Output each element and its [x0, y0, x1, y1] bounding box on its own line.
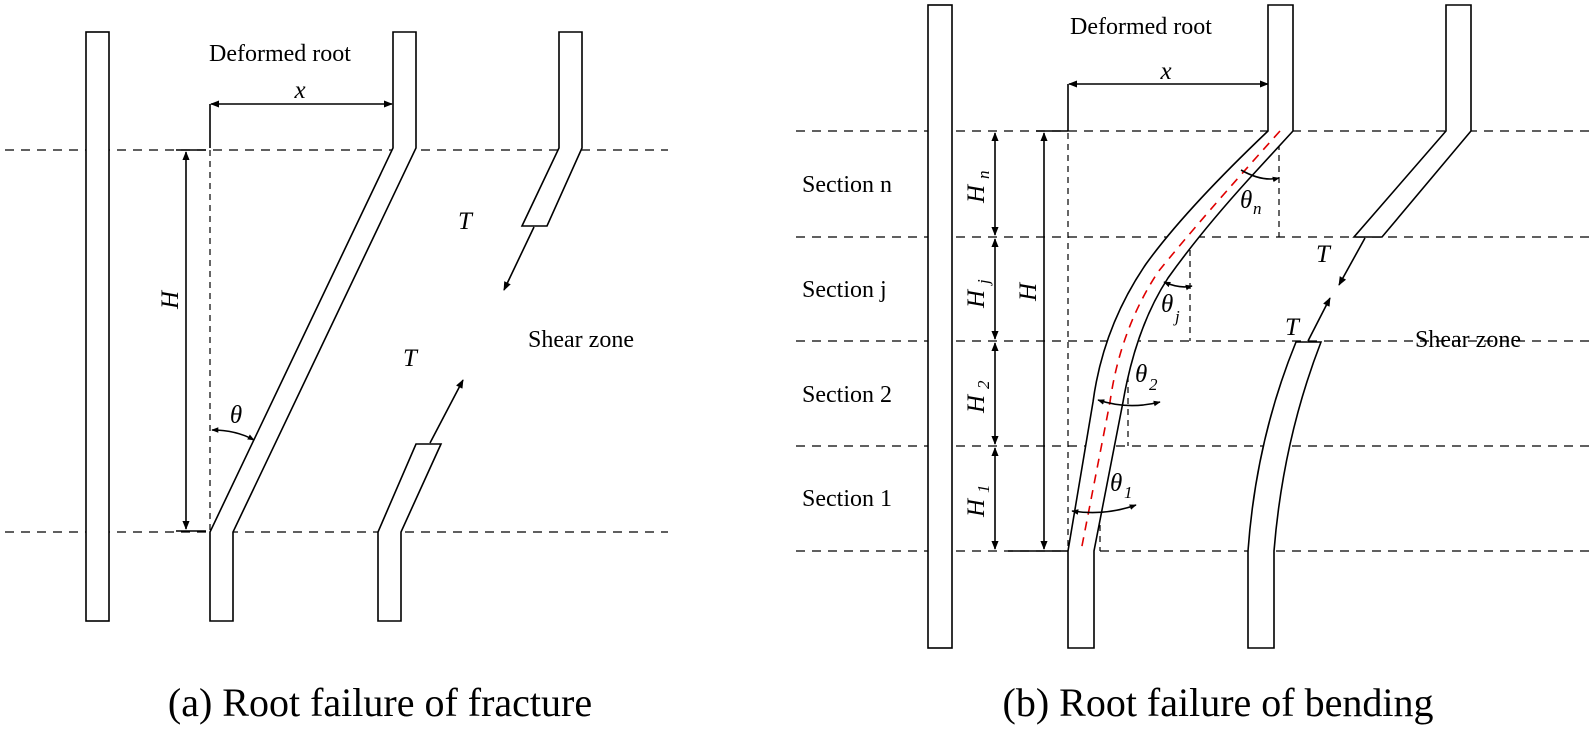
- tension-arrow-lower-b: [1307, 297, 1331, 342]
- svg-text:H: H: [963, 393, 990, 414]
- reference-column-b: [927, 4, 953, 649]
- svg-text:1: 1: [1124, 483, 1133, 502]
- fractured-root-lower-a: [377, 443, 443, 622]
- svg-text:j: j: [1173, 307, 1180, 326]
- section-2-label: Section 2: [802, 382, 892, 408]
- panel-a-fracture: Deformed root x H θ T T Shear zone (a) R…: [5, 31, 668, 725]
- svg-text:θ: θ: [1110, 470, 1122, 497]
- h-label-a: H: [157, 289, 184, 310]
- theta-j-label: θ j: [1161, 291, 1180, 326]
- tension-label-upper-a: T: [458, 208, 474, 235]
- reference-column-a: [85, 31, 110, 622]
- x-label-a: x: [293, 77, 305, 104]
- theta-2-arc-b: [1097, 399, 1161, 407]
- svg-text:n: n: [1253, 199, 1262, 218]
- tension-label-upper-b: T: [1316, 241, 1332, 268]
- theta-arc-a: [211, 427, 255, 441]
- deformed-root-label-a: Deformed root: [209, 41, 351, 67]
- theta-n-label: θ n: [1240, 187, 1262, 218]
- root-centerline-b: [1080, 130, 1281, 552]
- caption-b: (b) Root failure of bending: [1003, 680, 1434, 725]
- theta-n-arc-b: [1240, 169, 1280, 183]
- bent-root-b: [1067, 4, 1294, 649]
- x-label-b: x: [1159, 58, 1171, 85]
- svg-text:2: 2: [1149, 375, 1158, 394]
- hn-label: H n: [963, 171, 993, 205]
- svg-text:j: j: [974, 279, 993, 286]
- svg-text:n: n: [974, 171, 993, 180]
- broken-root-lower-b: [1247, 341, 1323, 649]
- tension-arrow-lower-a: [429, 379, 464, 444]
- broken-root-upper-b: [1352, 4, 1472, 238]
- theta-label-a: θ: [230, 402, 242, 429]
- theta-1-label: θ 1: [1110, 470, 1133, 502]
- theta-j-arc-b: [1163, 281, 1193, 291]
- shear-zone-label-a: Shear zone: [528, 327, 634, 353]
- deformed-root-a: [209, 31, 417, 622]
- tension-label-lower-b: T: [1285, 314, 1301, 341]
- theta-2-label: θ 2: [1135, 361, 1158, 394]
- h2-label: H 2: [963, 380, 993, 414]
- hj-label: H j: [963, 279, 993, 309]
- shear-zone-label-b: Shear zone: [1415, 327, 1521, 353]
- tension-label-lower-a: T: [403, 345, 419, 372]
- svg-text:1: 1: [974, 485, 993, 494]
- section-j-label: Section j: [802, 277, 887, 303]
- h1-label: H 1: [963, 485, 993, 519]
- svg-text:H: H: [963, 183, 990, 204]
- svg-text:θ: θ: [1240, 187, 1252, 214]
- svg-text:H: H: [963, 497, 990, 518]
- section-1-label: Section 1: [802, 486, 892, 512]
- tension-arrow-upper-b: [1338, 237, 1366, 286]
- svg-text:2: 2: [974, 380, 993, 389]
- caption-a: (a) Root failure of fracture: [168, 680, 592, 725]
- tension-arrow-upper-a: [503, 226, 535, 291]
- deformed-root-label-b: Deformed root: [1070, 14, 1212, 40]
- theta-1-arc-b: [1071, 504, 1137, 515]
- svg-text:H: H: [963, 288, 990, 309]
- panel-b-bending: Deformed root x H Section n Section j Se…: [796, 4, 1592, 725]
- svg-text:θ: θ: [1161, 291, 1173, 318]
- section-n-label: Section n: [802, 172, 892, 198]
- fractured-root-upper-a: [520, 31, 583, 227]
- h-label-b: H: [1015, 281, 1042, 302]
- svg-text:θ: θ: [1135, 361, 1147, 388]
